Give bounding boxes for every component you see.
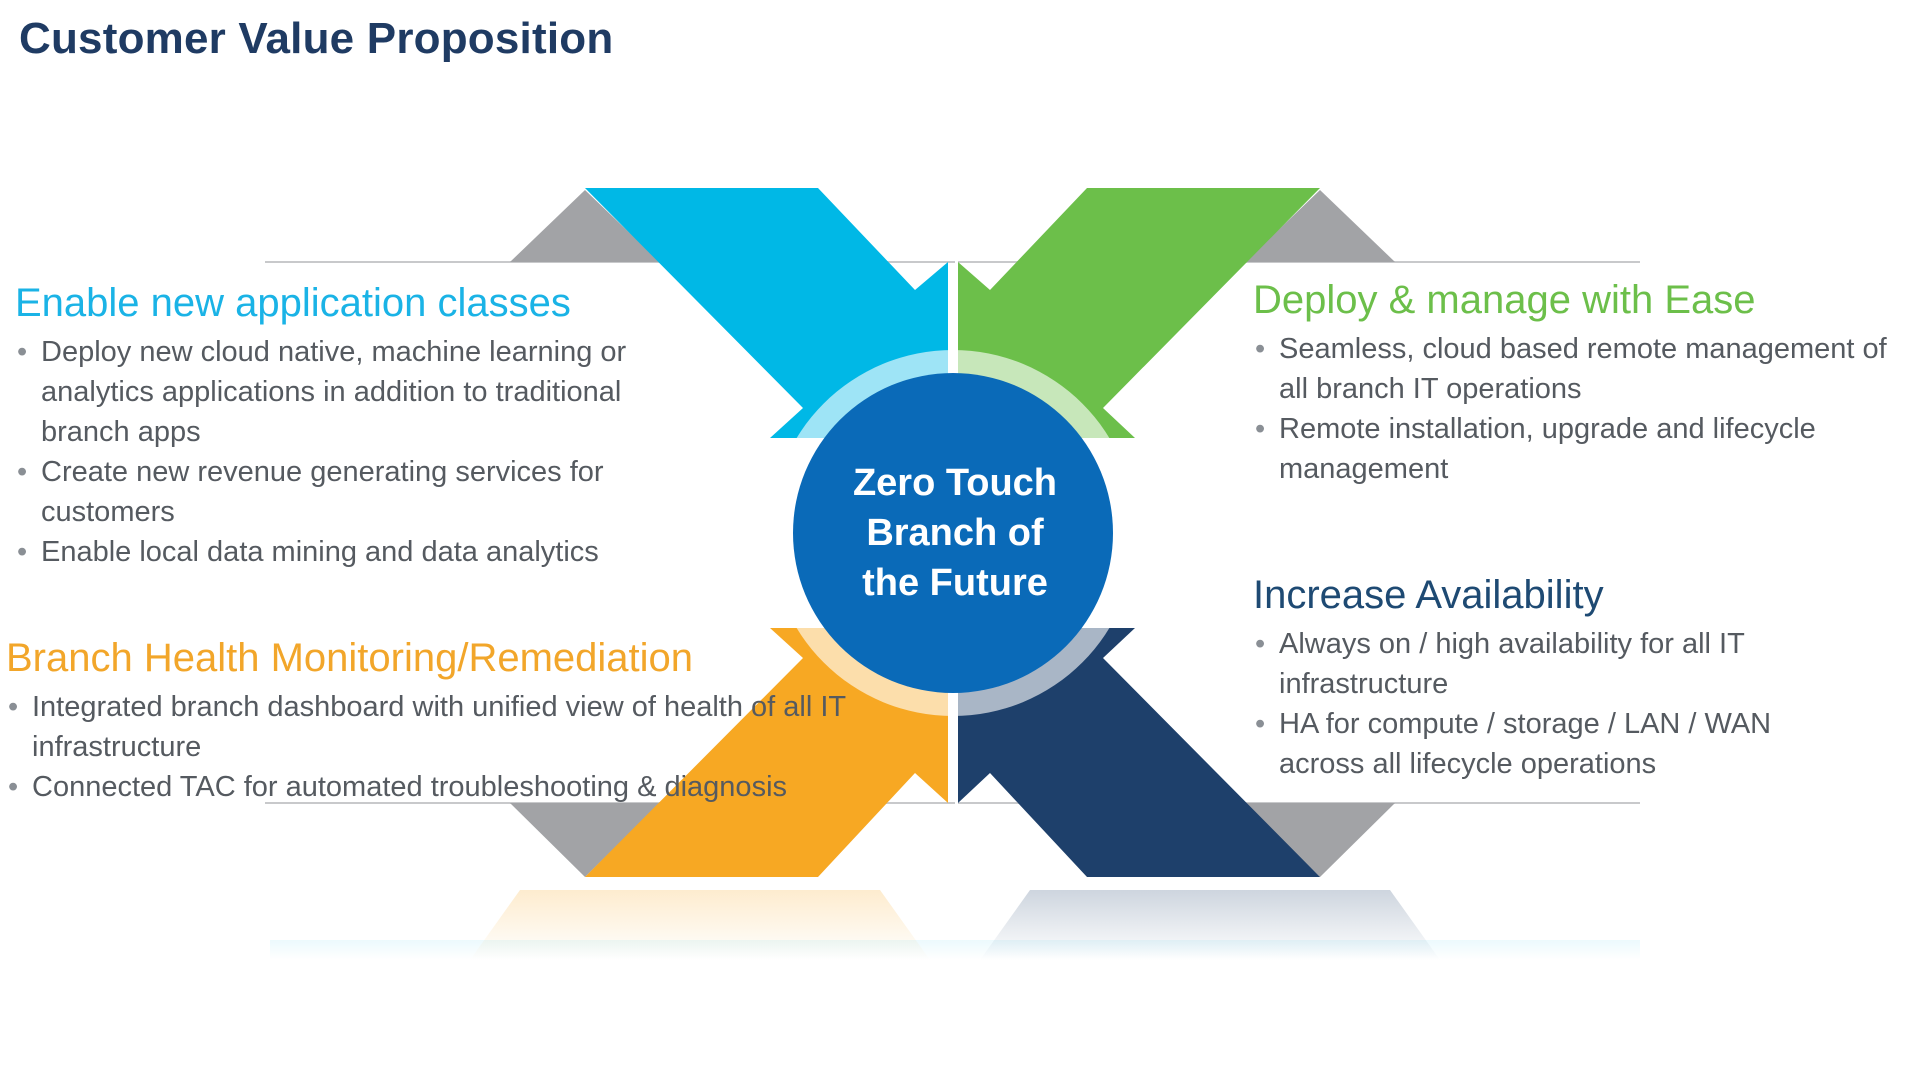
bullet-item: Always on / high availability for all IT… xyxy=(1253,624,1853,704)
gray-fold-bottom-right xyxy=(1245,803,1395,877)
center-label-line: Zero Touch xyxy=(852,462,1058,504)
center-label-line: the Future xyxy=(862,562,1048,604)
arrow-segment-navy xyxy=(958,628,1320,877)
arrow-segment-green xyxy=(958,188,1320,438)
bullet-list: Always on / high availability for all IT… xyxy=(1253,624,1853,784)
slide-title: Customer Value Proposition xyxy=(19,14,614,63)
section-heading: Enable new application classes xyxy=(15,281,571,325)
gray-fold-top-left xyxy=(510,190,660,262)
section-enable-new-application-classes: Enable new application classes Deploy ne… xyxy=(15,280,715,572)
reflection-gray xyxy=(270,940,1640,960)
section-branch-health-monitoring: Branch Health Monitoring/Remediation Int… xyxy=(6,635,856,807)
center-label-line: Branch of xyxy=(866,512,1044,554)
bullet-item: Create new revenue generating services f… xyxy=(15,452,715,532)
bullet-item: Enable local data mining and data analyt… xyxy=(15,532,715,572)
bullet-item: HA for compute / storage / LAN / WAN acr… xyxy=(1253,704,1853,784)
bullet-item: Deploy new cloud native, machine learnin… xyxy=(15,332,715,452)
gray-fold-top-right xyxy=(1245,190,1395,262)
bullet-item: Remote installation, upgrade and lifecyc… xyxy=(1253,409,1918,489)
center-label: Zero Touch Branch of the Future xyxy=(795,458,1115,608)
arrow-segment-cyan xyxy=(585,188,948,438)
section-heading: Branch Health Monitoring/Remediation xyxy=(6,636,694,680)
gray-fold-bottom-left xyxy=(510,803,660,877)
bullet-list: Seamless, cloud based remote management … xyxy=(1253,329,1918,489)
section-deploy-manage-with-ease: Deploy & manage with Ease Seamless, clou… xyxy=(1253,277,1918,489)
center-circle xyxy=(793,373,1113,693)
bullet-item: Seamless, cloud based remote management … xyxy=(1253,329,1918,409)
section-increase-availability: Increase Availability Always on / high a… xyxy=(1253,572,1853,784)
bullet-list: Integrated branch dashboard with unified… xyxy=(6,687,856,807)
section-heading: Deploy & manage with Ease xyxy=(1253,278,1756,322)
section-heading: Increase Availability xyxy=(1253,573,1604,617)
bullet-list: Deploy new cloud native, machine learnin… xyxy=(15,332,715,572)
bullet-item: Connected TAC for automated troubleshoot… xyxy=(6,767,856,807)
bullet-item: Integrated branch dashboard with unified… xyxy=(6,687,856,767)
